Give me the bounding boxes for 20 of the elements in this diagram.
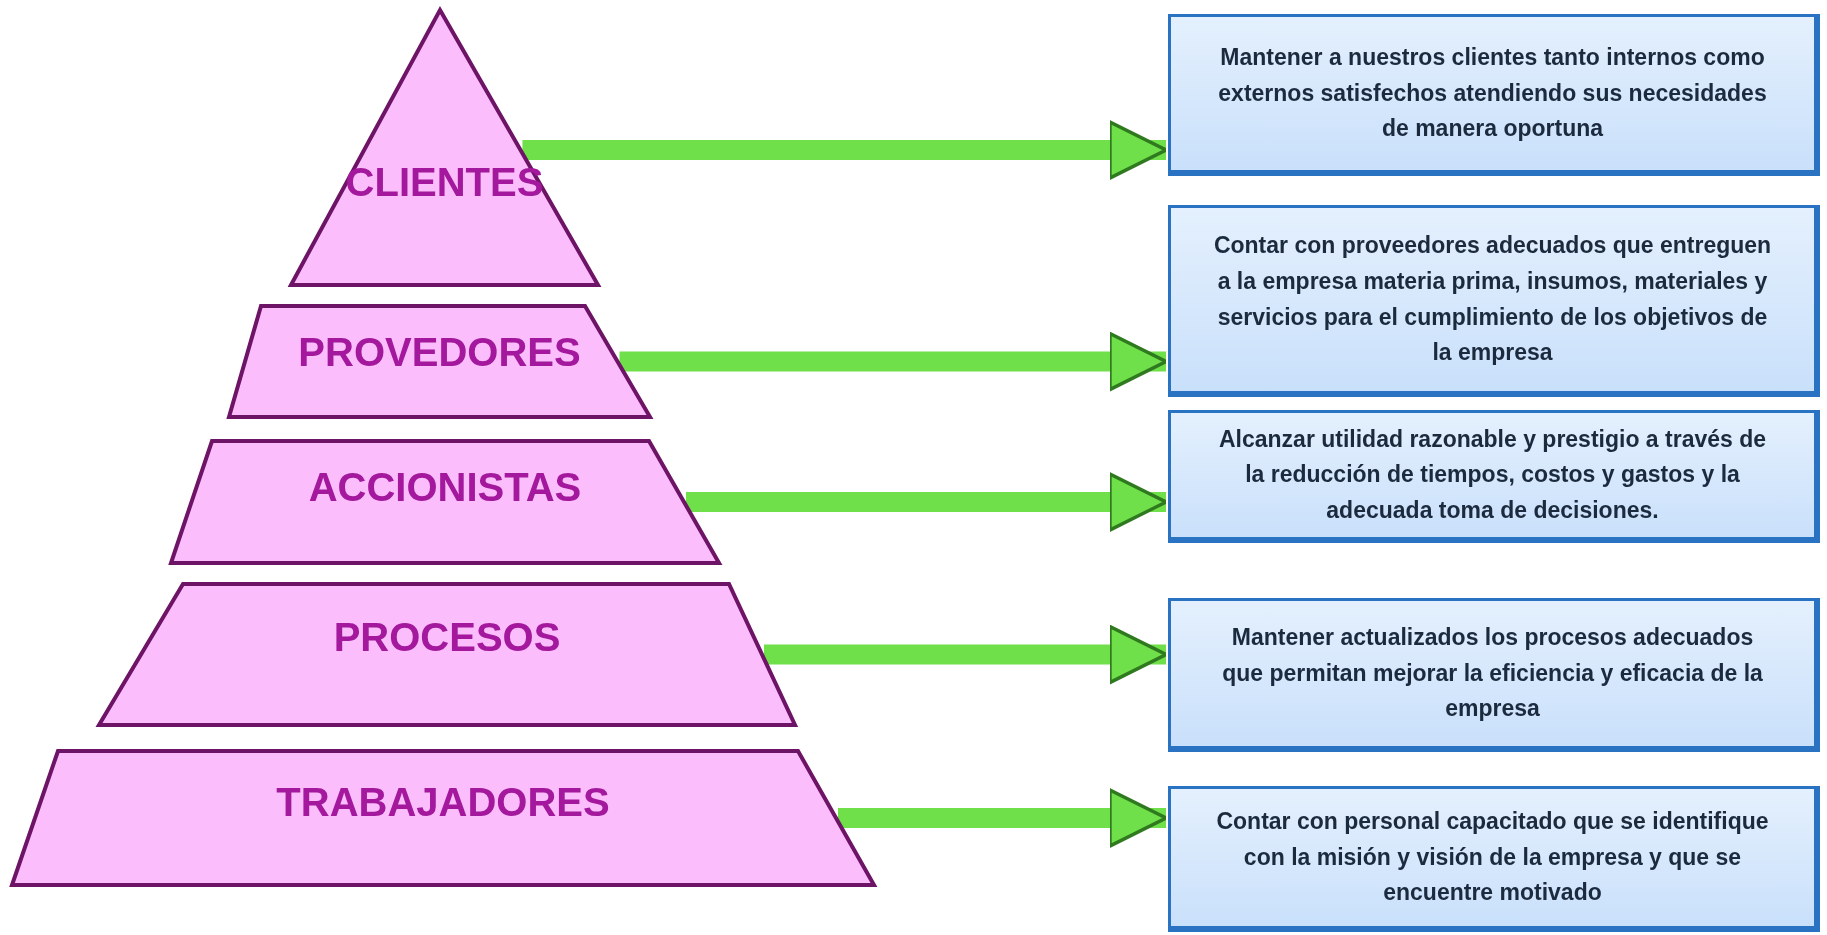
arrow	[522, 120, 1168, 180]
tier-label: TRABAJADORES	[275, 780, 611, 825]
tier-label: ACCIONISTAS	[307, 465, 583, 510]
objective-text: Mantener actualizados los procesos adecuados que permitan mejorar la eficiencia y eficacia de la empresa	[1221, 623, 1764, 724]
arrow	[764, 624, 1168, 685]
objective-text: Alcanzar utilidad razonable y prestigio a través de la reducción de tiempos, costos y gastos y la adecuada toma de decisiones.	[1217, 424, 1768, 525]
tier-label: PROCESOS	[332, 615, 562, 660]
objective-text: Mantener a nuestros clientes tanto internos como externos satisfechos atendiendo sus necesidades de manera oportuna	[1217, 43, 1768, 144]
objective-box	[1168, 598, 1820, 752]
objective-box	[1168, 14, 1820, 176]
arrow	[838, 788, 1168, 848]
tier-label: PROVEDORES	[297, 330, 582, 375]
objective-text: Contar con personal capacitado que se identifique con la misión y visión de la empresa y que se encuentre motivado	[1215, 807, 1770, 908]
arrow	[686, 472, 1168, 532]
tier-label: CLIENTES	[344, 160, 545, 205]
objective-box	[1168, 205, 1820, 397]
arrow	[619, 331, 1168, 392]
objective-text: Contar con proveedores adecuados que entreguen a la empresa materia prima, insumos, materiales y servicios para el cumplimiento de los objetivos de la empresa	[1212, 231, 1773, 368]
objective-box	[1168, 786, 1820, 932]
objective-box	[1168, 410, 1820, 543]
